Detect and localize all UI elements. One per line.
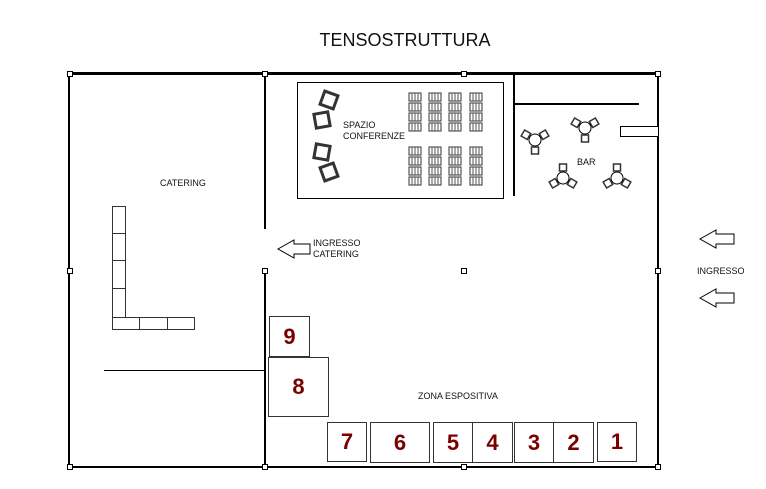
chair-icon: [472, 93, 480, 101]
chair-icon: [411, 147, 419, 155]
chair-icon: [431, 157, 439, 165]
main-entrance-label: INGRESSO: [697, 266, 745, 276]
outer-wall-bottom: [68, 466, 660, 468]
catering-partition: [104, 370, 265, 371]
chair-icon: [451, 157, 459, 165]
outer-wall-top: [68, 72, 660, 75]
arrow-icon: [698, 229, 735, 249]
stand-1[interactable]: 1: [597, 422, 637, 462]
conference-label: SPAZIO CONFERENZE: [343, 120, 406, 141]
stand-8[interactable]: 8: [268, 357, 329, 417]
chair-icon: [472, 167, 480, 175]
chair-icon: [472, 103, 480, 111]
arrow-icon: [276, 239, 311, 259]
chair-icon: [472, 113, 480, 121]
chair-icon: [411, 113, 419, 121]
stand-6[interactable]: 6: [370, 422, 430, 463]
inner-wall-bar: [513, 73, 515, 196]
armchair-icon: [318, 161, 340, 183]
catering-entrance-label: INGRESSO CATERING: [313, 238, 361, 259]
chair-icon: [451, 93, 459, 101]
column: [461, 268, 467, 274]
column: [262, 268, 268, 274]
stand-5[interactable]: 5: [433, 422, 473, 463]
column: [262, 464, 268, 470]
chair-icon: [431, 103, 439, 111]
armchair-icon: [312, 142, 332, 162]
chair-icon: [451, 103, 459, 111]
chair-icon: [431, 167, 439, 175]
chair-icon: [472, 123, 480, 131]
stand-9[interactable]: 9: [269, 316, 310, 357]
chair-icon: [472, 177, 480, 185]
chair-icon: [431, 113, 439, 121]
inner-wall-catering-lower: [264, 268, 266, 468]
column: [655, 464, 661, 470]
bar-table-icon: [520, 128, 550, 155]
chair-icon: [431, 147, 439, 155]
chair-icon: [451, 147, 459, 155]
column: [67, 71, 73, 77]
bar-table-icon: [548, 163, 578, 190]
chair-icon: [431, 93, 439, 101]
column: [461, 464, 467, 470]
chair-icon: [451, 177, 459, 185]
chair-icon: [411, 167, 419, 175]
chair-icon: [411, 123, 419, 131]
bar-counter: [620, 126, 659, 137]
bar-table-icon: [602, 163, 632, 190]
catering-label: CATERING: [160, 178, 206, 188]
bar-table-icon: [570, 116, 600, 143]
stand-4[interactable]: 4: [472, 422, 513, 463]
chair-icon: [411, 157, 419, 165]
stand-3[interactable]: 3: [514, 422, 554, 463]
column: [262, 71, 268, 77]
column: [67, 268, 73, 274]
plan-title: TENSOSTRUTTURA: [319, 30, 491, 50]
chair-icon: [472, 157, 480, 165]
armchair-icon: [312, 110, 332, 130]
stand-2[interactable]: 2: [553, 422, 594, 463]
catering-counter: [167, 317, 195, 330]
armchair-icon: [318, 89, 340, 111]
exhibition-label: ZONA ESPOSITIVA: [418, 391, 498, 401]
chair-icon: [451, 113, 459, 121]
column: [655, 71, 661, 77]
chair-icon: [451, 167, 459, 175]
chair-icon: [411, 177, 419, 185]
chair-icon: [411, 93, 419, 101]
chair-icon: [431, 177, 439, 185]
inner-wall-catering-upper: [264, 73, 266, 229]
bar-partition: [514, 103, 639, 105]
chair-icon: [411, 103, 419, 111]
chair-icon: [451, 123, 459, 131]
stand-7[interactable]: 7: [327, 422, 367, 462]
column: [655, 268, 661, 274]
column: [461, 71, 467, 77]
column: [67, 464, 73, 470]
arrow-icon: [698, 288, 735, 308]
chair-icon: [431, 123, 439, 131]
bar-label: BAR: [577, 157, 596, 167]
chair-icon: [472, 147, 480, 155]
